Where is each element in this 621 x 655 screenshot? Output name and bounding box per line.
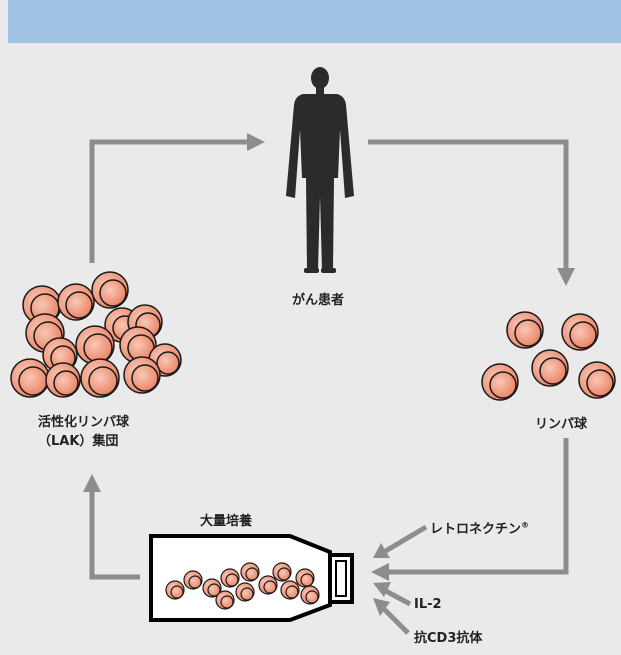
cultured-cells [165,562,320,610]
arrow-lymphocytes-to-culture [385,438,569,575]
arrowhead-anti-cd3 [373,598,390,616]
lymphocyte-cells [481,311,616,401]
retronectin-label: レトロネクチン® [430,518,529,537]
arrowhead-left [371,563,389,581]
arrowhead-retronectin [373,543,390,558]
flow-arrows [89,139,569,635]
culture-flask-icon [149,534,354,622]
arrow-retronectin [382,524,428,555]
lak-label-line2: （LAK）集団 [38,434,119,449]
arrow-culture-to-lak [89,488,140,580]
arrow-patient-to-lymphocytes [368,139,569,272]
arrow-heads [83,133,575,616]
arrowhead-up [83,474,101,492]
lymphocytes-label: リンパ球 [535,417,588,432]
anti-cd3-label: 抗CD3抗体 [414,631,483,646]
arrow-anti-cd3 [381,606,410,635]
patient-label: がん患者 [292,293,345,308]
arrowhead-down [557,268,575,286]
arrow-il2 [382,587,412,607]
lak-cell-cluster [10,271,182,398]
retronectin-text: レトロネクチン [430,522,522,537]
arrow-lak-to-patient [89,139,250,263]
registered-mark: ® [521,520,530,530]
arrowhead-right [247,133,265,151]
il2-label: IL-2 [414,597,442,612]
header-bar [8,0,621,43]
arrowhead-il2 [373,582,391,597]
lak-label-line1: 活性化リンパ球 [38,415,130,430]
patient-silhouette-icon [286,67,354,273]
culture-label: 大量培養 [200,514,253,529]
